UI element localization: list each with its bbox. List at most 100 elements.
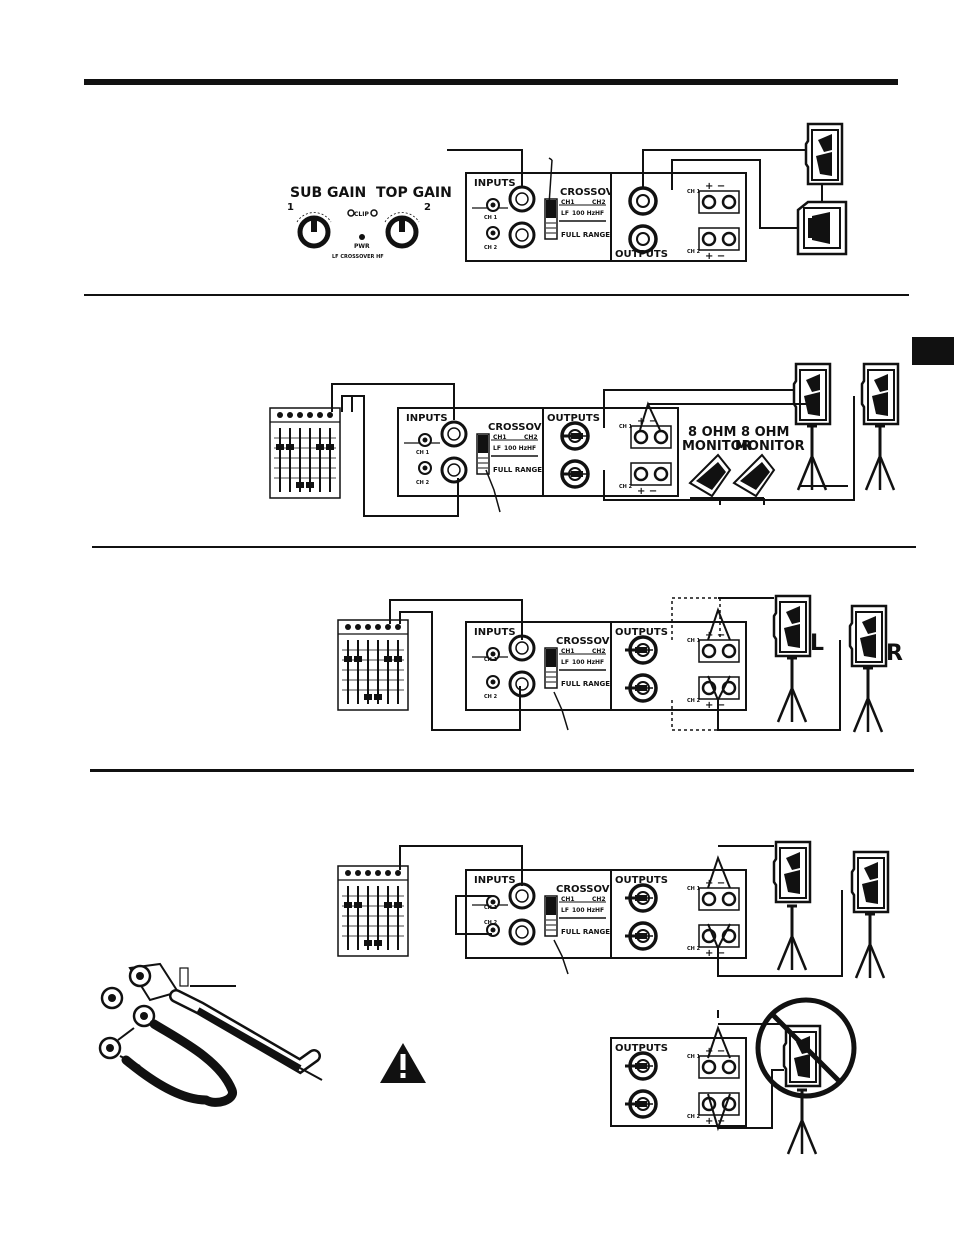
full-range-label: FULL RANGE [561,680,610,688]
lf-label: LF [561,210,569,217]
ch2-short-label: CH2 [592,199,606,206]
full-range-label: FULL RANGE [561,231,610,239]
amplifier-rear-panel: INPUTS CROSSOVER CH 1 CH 2 CH1 CH2 LF 10… [396,406,556,498]
outputs-label: OUTPUTS [615,875,668,886]
amplifier-outputs: OUTPUTS CH 1 CH 2 + − + − [609,620,748,712]
ch1-short-label: CH1 [493,434,507,441]
out-ch1-label: CH 1 [687,1054,701,1060]
sub-gain-label: SUB GAIN [290,185,366,201]
prohibited-icon [755,997,857,1099]
tripod-right [854,912,886,980]
amplifier-rear-panel: INPUTS CROSSOVER CH 1 CH 2 CH1 CH2 LF 10… [464,620,624,712]
out-ch1-label: CH 1 [687,638,701,644]
freq-label: 100 Hz [504,445,528,452]
amplifier-rear-panel: INPUTS CROSSOVER CH 1 CH 2 CH1 CH2 LF 10… [464,868,624,960]
monitor-1-line1: 8 OHM [688,425,736,440]
out-ch2-label: CH 2 [687,946,701,952]
monitor-1: 8 OHM MONITOR [682,425,752,498]
pwr-label: PWR [354,243,370,250]
outputs-label: OUTPUTS [615,249,668,260]
crossover-label: CROSSOVER [556,636,624,647]
amplifier-rear-panel: INPUTS CROSSOVER CH 1 CH 2 CH1 CH2 LF 10… [464,171,628,263]
mixer [269,407,341,499]
inputs-label: INPUTS [474,178,516,189]
speaker-left [792,362,832,426]
ch1-short-label: CH1 [561,199,575,206]
clip-label: CLIP [354,211,369,218]
monitor-2-line1: 8 OHM [741,425,789,440]
ch1-label: CH 1 [484,905,498,911]
top-gain-number: 2 [424,202,431,213]
ch2-short-label: CH2 [524,434,538,441]
section-4-diagram: INPUTS CROSSOVER CH 1 CH 2 CH1 CH2 LF 10… [98,840,890,1156]
out-ch1-label: CH 1 [619,424,633,430]
section-1-diagram: SUB GAIN TOP GAIN 1 2 CLIP PWR LF CROSSO… [287,122,848,263]
freq-label: 100 Hz [572,210,596,217]
lf-label: LF [493,445,501,452]
tripod-right [864,424,896,492]
full-range-label: FULL RANGE [493,466,542,474]
amplifier-outputs: OUTPUTS CH 1 CH 2 + − + − [609,868,748,960]
monitor-2-line2: MONITOR [735,439,805,454]
tripod-right [852,666,884,734]
sub-gain-number: 1 [287,202,294,213]
crossover-label: CROSSOVER [556,884,624,895]
svg-text:+ −: + − [705,878,725,889]
power-led [359,234,365,240]
svg-text:+ −: + − [637,486,657,497]
clip-led-1 [347,209,355,217]
connector-illustration [98,962,323,1107]
ch2-label: CH 2 [484,245,498,251]
top-gain-label: TOP GAIN [376,185,452,201]
ch2-short-label: CH2 [592,648,606,655]
amplifier-outputs-prohibited: OUTPUTS CH 1 CH 2 + − + − [609,1036,748,1128]
speaker-right [848,604,888,668]
svg-text:+ −: + − [705,630,725,641]
ch1-label: CH 1 [484,215,498,221]
hf-label: HF [595,659,604,666]
crossover-label: CROSSOVER [560,187,628,198]
ch2-short-label: CH2 [592,896,606,903]
svg-text:+ −: + − [705,700,725,711]
speaker-right [860,362,900,426]
right-label: R [886,641,903,666]
inputs-label: INPUTS [474,875,516,886]
out-ch2-label: CH 2 [619,484,633,490]
svg-text:+ −: + − [637,416,657,427]
warning-icon [380,1043,426,1083]
front-panel: SUB GAIN TOP GAIN 1 2 CLIP PWR LF CROSSO… [287,185,452,260]
top-speaker [804,122,844,186]
lf-label: LF [561,659,569,666]
speaker-left [772,840,812,904]
tripod-left [776,904,808,972]
ch1-short-label: CH1 [561,896,575,903]
tripod [786,1088,818,1156]
lf-label: LF [561,907,569,914]
tripod-left [776,656,808,724]
clip-led-2 [370,209,378,217]
out-ch1-label: CH 1 [687,189,701,195]
hf-label: HF [595,210,604,217]
divider [90,769,914,772]
speaker-left [772,594,812,658]
freq-label: 100 Hz [572,907,596,914]
section-2-diagram: INPUTS CROSSOVER CH 1 CH 2 CH1 CH2 LF 10… [269,362,900,517]
ch1-label: CH 1 [484,657,498,663]
left-label: L [810,631,824,656]
outputs-label: OUTPUTS [547,413,600,424]
out-ch1-label: CH 1 [687,886,701,892]
outputs-label: OUTPUTS [615,627,668,638]
y-cable-icon [121,1019,237,1107]
amplifier-outputs: OUTPUTS CH 1 CH 2 + − + − [541,406,680,498]
freq-label: 100 Hz [572,659,596,666]
crossover-label: CROSSOVER [488,422,556,433]
mixer [337,619,409,711]
hf-label: HF [595,907,604,914]
inputs-label: INPUTS [474,627,516,638]
monitor-2: 8 OHM MONITOR [732,425,805,498]
section-3-diagram: INPUTS CROSSOVER CH 1 CH 2 CH1 CH2 LF 10… [337,594,903,734]
inputs-label: INPUTS [406,413,448,424]
ch1-short-label: CH1 [561,648,575,655]
mixer [337,865,409,957]
svg-text:+ −: + − [705,251,725,262]
